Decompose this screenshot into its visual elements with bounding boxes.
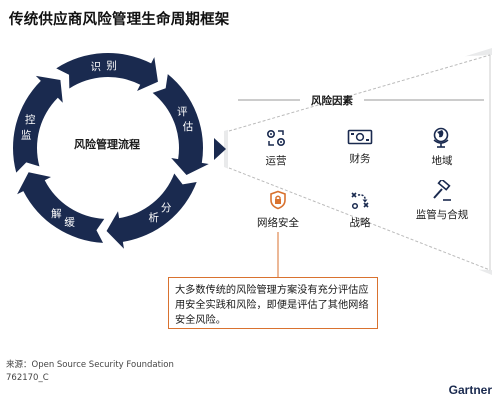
cycle-arrow-segment (152, 74, 209, 176)
cycle-stage-char: 别 (106, 60, 117, 72)
factors-panel-front (228, 55, 492, 270)
funnel-edge-top (228, 54, 491, 132)
factor-label: 战略 (349, 217, 371, 229)
cycle-arrows (12, 52, 209, 249)
factor-finance: 财务 (320, 128, 400, 166)
cycle-stage-char: 缓 (64, 216, 75, 229)
gears-exchange-icon (266, 129, 286, 147)
banknote-icon (347, 129, 373, 145)
factor-geography: 地域 (402, 126, 482, 168)
factor-strategy: 战略 (320, 190, 400, 230)
cycle-stage-char: 控 (25, 113, 36, 126)
globe-icon (433, 127, 449, 148)
page-title: 传统供应商风险管理生命周期框架 (9, 12, 230, 28)
cycle-stage-char: 析 (149, 211, 160, 224)
cycle-arrow-segment (12, 75, 63, 173)
factor-label: 财务 (349, 153, 371, 165)
cycle-arrow-segment (17, 172, 105, 243)
factor-cybersecurity: 网络安全 (238, 190, 318, 230)
cycle-stage-labels: 识别评估分析 缓解 监控 (21, 60, 194, 229)
figure-code: 762170_C (6, 373, 49, 383)
cycle-arrow-segment (56, 52, 158, 91)
strategy-play-icon (351, 192, 369, 210)
gartner-logo: Gartner (448, 383, 492, 397)
factor-regulatory: 监管与合规 (402, 180, 482, 222)
gavel-icon (433, 180, 451, 201)
cycle-stage-char: 监 (21, 128, 32, 141)
cycle-arrow-segment (106, 173, 197, 249)
cycle-stage-char: 分 (161, 202, 172, 214)
factor-operations: 运营 (236, 128, 316, 168)
factor-label: 监管与合规 (415, 209, 469, 221)
cycle-stage-char: 评 (177, 106, 188, 118)
factor-label: 运营 (265, 155, 287, 167)
factor-label: 地域 (431, 155, 453, 167)
pointer-arrow-icon (214, 138, 226, 160)
factors-title: 风险因素 (311, 95, 353, 107)
factor-label: 网络安全 (257, 217, 299, 229)
cycle-stage-char: 估 (183, 120, 194, 133)
cycle-stage-char: 解 (51, 207, 62, 220)
cycle-stage-char: 识 (90, 61, 101, 73)
cycle-center-label: 风险管理流程 (74, 138, 140, 151)
source-note: 来源：Open Source Security Foundation (6, 360, 174, 370)
callout-note: 大多数传统的风险管理方案没有充分评估应用安全实践和风险，即便是评估了其他网络安全… (168, 277, 378, 329)
funnel-edge-bottom (228, 167, 491, 271)
shield-lock-icon (270, 190, 286, 210)
